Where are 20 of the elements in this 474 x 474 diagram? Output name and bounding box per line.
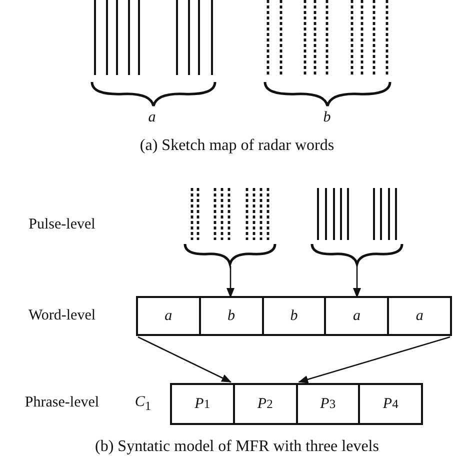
- phrase-sequence-box: [170, 383, 423, 425]
- symbol-label: C$_{1}$: [134, 394, 152, 414]
- letter-label: a: [148, 110, 156, 126]
- word-cell: a: [324, 298, 388, 334]
- level-label: Phrase-level: [24, 394, 100, 412]
- caption: (a) Sketch map of radar words: [140, 137, 334, 155]
- arrow: [226, 266, 234, 298]
- arrow: [353, 266, 361, 298]
- word-sequence-box: [136, 296, 452, 336]
- level-label: Pulse-level: [28, 216, 96, 234]
- level-label: Word-level: [28, 308, 96, 324]
- word-cell: b: [262, 298, 324, 334]
- word-cell: a: [138, 298, 199, 334]
- pulse-train-drawing: [314, 186, 400, 242]
- letter-label: b: [323, 110, 331, 126]
- caption: (b) Syntatic model of MFR with three levels: [95, 438, 379, 456]
- word-cell: a: [387, 298, 450, 334]
- arrow: [138, 336, 232, 383]
- arrow: [298, 336, 450, 384]
- word-cell: b: [198, 298, 262, 334]
